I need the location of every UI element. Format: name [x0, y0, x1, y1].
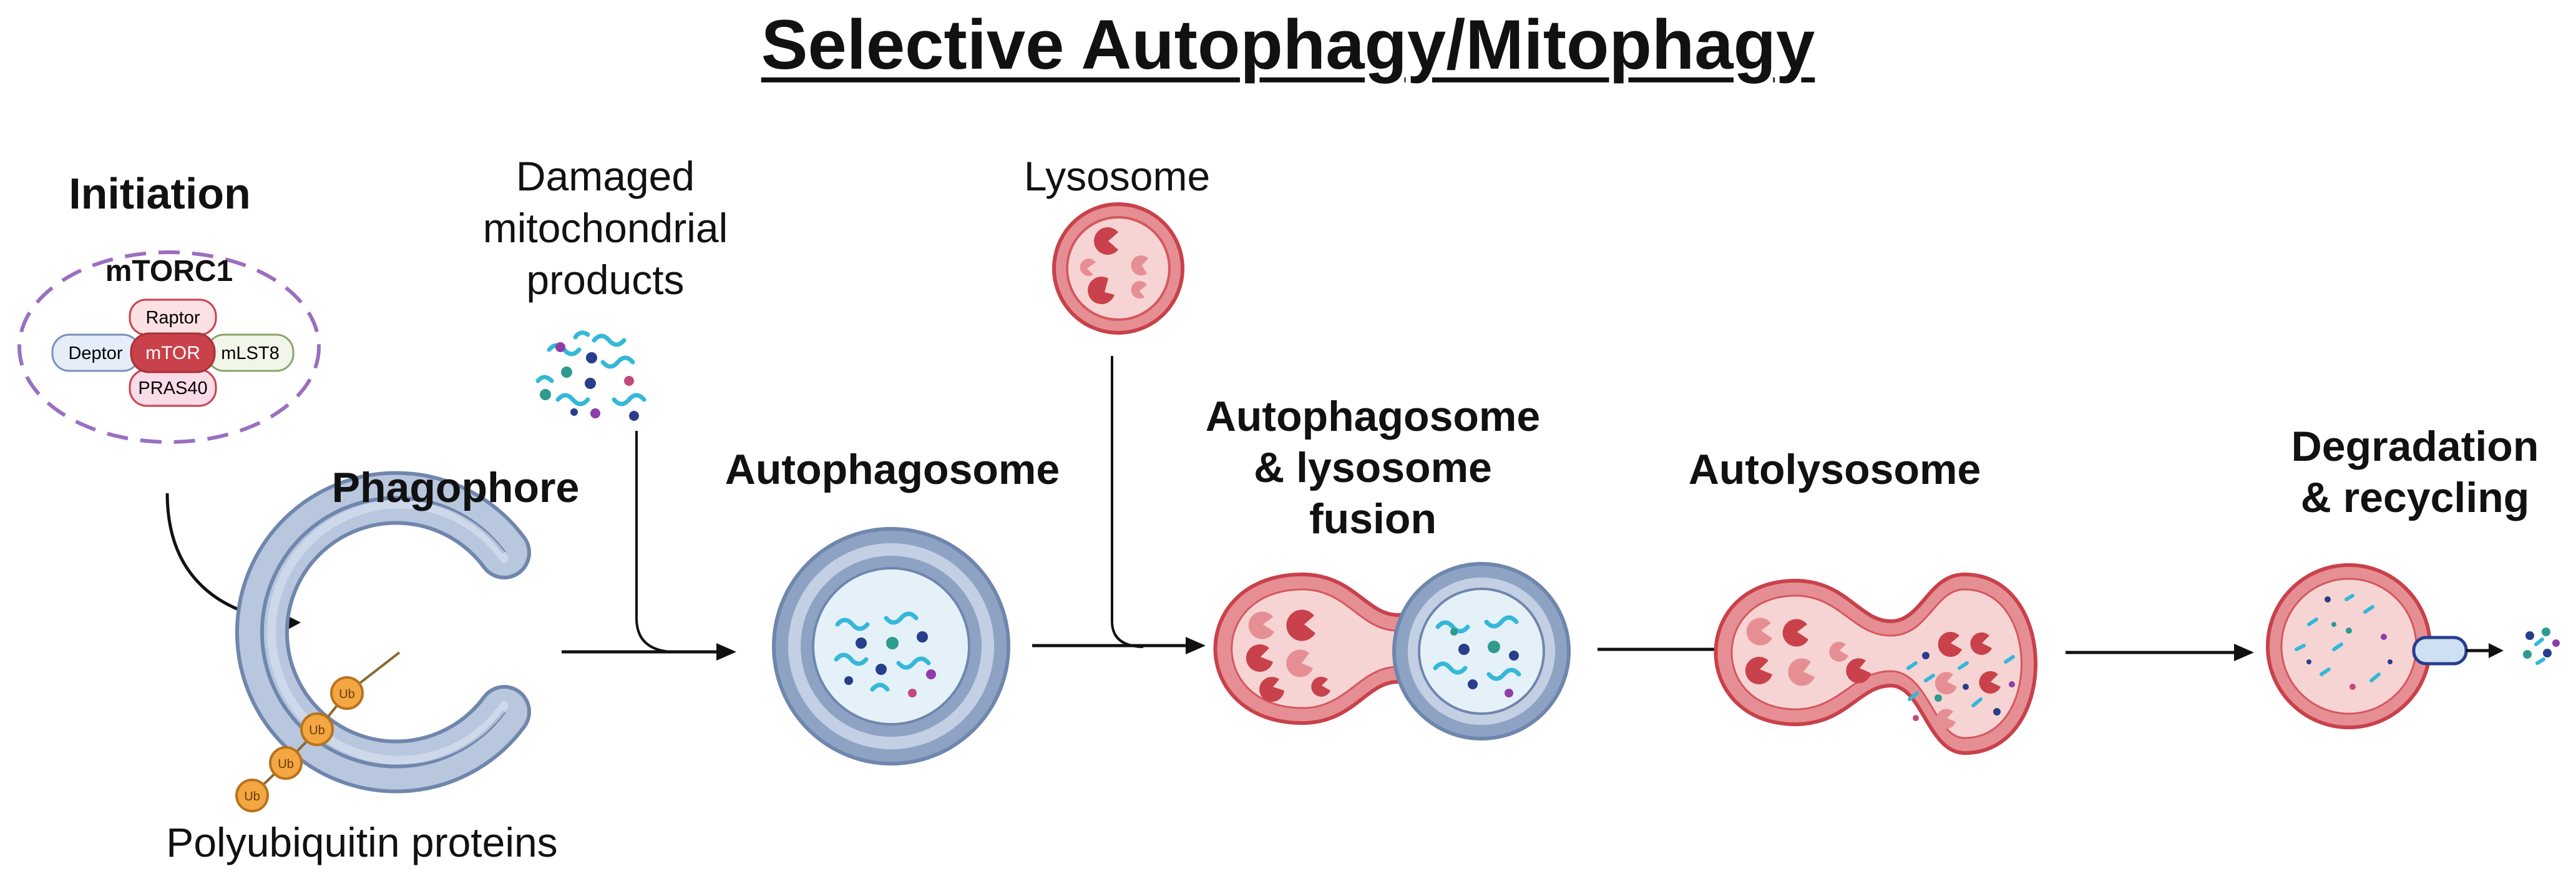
ub-bead [269, 746, 303, 780]
fusion-label-line1: Autophagosome [1205, 393, 1541, 440]
deptor-label: Deptor [68, 343, 122, 363]
ub-text: Ub [339, 687, 355, 701]
fusion-label-line2: & lysosome [1254, 444, 1492, 491]
autolysosome-label: Autolysosome [1688, 446, 1981, 493]
page-title: Selective Autophagy/Mitophagy [761, 6, 1815, 84]
mtor-subunit [130, 332, 216, 373]
mtorc1-label: mTORC1 [105, 255, 233, 288]
fusion-vesicle [1213, 562, 1571, 741]
damaged-products-label-line3: products [526, 257, 685, 303]
raptor-label: Raptor [145, 308, 200, 328]
ub-bead [300, 712, 334, 746]
ub-bead [235, 779, 269, 812]
fusion-label-line3: fusion [1309, 495, 1437, 543]
pras40-label: PRAS40 [138, 378, 207, 398]
arrow-to-fusion-head [1186, 637, 1206, 654]
mtor-label: mTOR [145, 343, 200, 363]
mtorc1-complex: Raptor Deptor mLST8 PRAS40 mTOR [51, 298, 295, 407]
mtorc1-boundary [17, 250, 321, 444]
lysosome-icon [1052, 202, 1184, 335]
lysosome-label: Lysosome [1023, 153, 1211, 199]
ub-bead [330, 676, 364, 710]
phagophore-membrane [235, 471, 531, 794]
autophagosome [772, 527, 1010, 765]
arrow-to-autophagosome-head [716, 643, 736, 661]
phagophore-label: Phagophore [331, 464, 580, 511]
degradation-vesicle [2266, 563, 2560, 729]
polyubiquitin-label: Polyubiquitin proteins [166, 819, 558, 865]
autophagosome-label: Autophagosome [724, 446, 1060, 493]
initiation-heading: Initiation [69, 169, 251, 218]
cargo-delivery-line [635, 431, 671, 653]
degradation-label-line2: & recycling [2300, 474, 2530, 521]
ub-text: Ub [244, 790, 260, 804]
damaged-products-label-line1: Damaged [515, 153, 695, 199]
lysosome-delivery-line [1111, 356, 1144, 648]
ub-text: Ub [309, 724, 325, 737]
polyubiquitin-chain: Ub Ub Ub Ub [235, 651, 401, 812]
damaged-products-label-line2: mitochondrial [482, 205, 728, 251]
degradation-label-line1: Degradation [2291, 423, 2539, 470]
damaged-products-cluster [535, 330, 646, 421]
mlst8-label: mLST8 [221, 343, 279, 363]
autolysosome [1714, 572, 2037, 756]
ub-text: Ub [278, 757, 294, 771]
transporter-channel [2412, 636, 2468, 666]
arrow-to-degradation-head [2234, 644, 2254, 661]
